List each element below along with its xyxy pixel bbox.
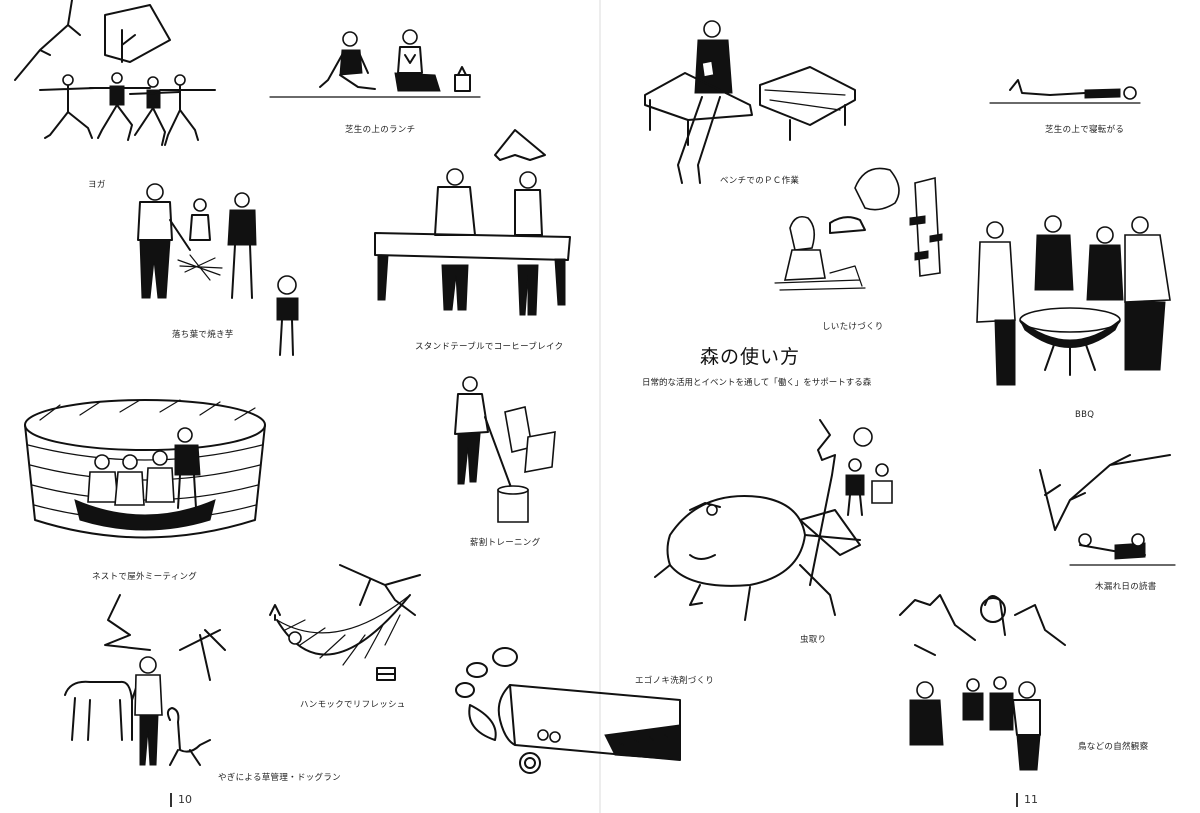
caption-bird-watching: 鳥などの自然観察 xyxy=(1078,742,1149,752)
caption-sunlight-reading: 木漏れ日の読書 xyxy=(1095,582,1157,592)
page-number-left: 10 xyxy=(170,793,192,807)
yoga-illustration xyxy=(10,0,216,165)
egonoki-illustration xyxy=(455,645,695,775)
caption-lawn-lunch: 芝生の上のランチ xyxy=(345,125,416,135)
lawn-lying-illustration xyxy=(989,75,1141,105)
bbq-illustration xyxy=(975,210,1175,400)
caption-standing-table: スタンドテーブルでコーヒーブレイク xyxy=(415,342,564,352)
lawn-lunch-illustration xyxy=(269,25,481,100)
hammock-illustration xyxy=(265,560,445,700)
bench-pc-illustration xyxy=(640,15,860,190)
page-fold xyxy=(599,0,601,813)
caption-yoga: ヨガ xyxy=(88,180,106,190)
page-number-right: 11 xyxy=(1016,793,1038,807)
caption-shiitake: しいたけづくり xyxy=(822,322,884,332)
bug-catching-illustration xyxy=(654,415,900,625)
caption-bug-catching: 虫取り xyxy=(800,635,827,645)
goat-dogrun-illustration xyxy=(60,590,235,770)
standing-table-illustration xyxy=(370,125,580,330)
bird-watching-illustration xyxy=(895,585,1070,775)
caption-bench-pc: ベンチでのＰＣ作業 xyxy=(720,176,800,186)
caption-leaf-potato: 落ち葉で焼き芋 xyxy=(172,330,234,340)
caption-lawn-lying: 芝生の上で寝転がる xyxy=(1045,125,1125,135)
caption-goat-dogrun: やぎによる草管理・ドッグラン xyxy=(218,773,341,783)
spread-subtitle: 日常的な活用とイベントを通して「働く」をサポートする森 xyxy=(642,378,872,388)
sunlight-reading-illustration xyxy=(1030,445,1180,570)
nest-meeting-illustration xyxy=(20,390,275,550)
caption-egonoki: エゴノキ洗剤づくり xyxy=(635,676,715,686)
caption-nest-meeting: ネストで屋外ミーティング xyxy=(92,572,198,582)
shiitake-illustration xyxy=(770,158,950,308)
firewood-illustration xyxy=(440,372,560,527)
caption-bbq: BBQ xyxy=(1075,410,1095,420)
caption-hammock: ハンモックでリフレッシュ xyxy=(300,700,406,710)
spread-title: 森の使い方 xyxy=(700,346,801,368)
leaf-potato-illustration xyxy=(130,180,310,356)
caption-firewood: 薪割トレーニング xyxy=(470,538,541,548)
